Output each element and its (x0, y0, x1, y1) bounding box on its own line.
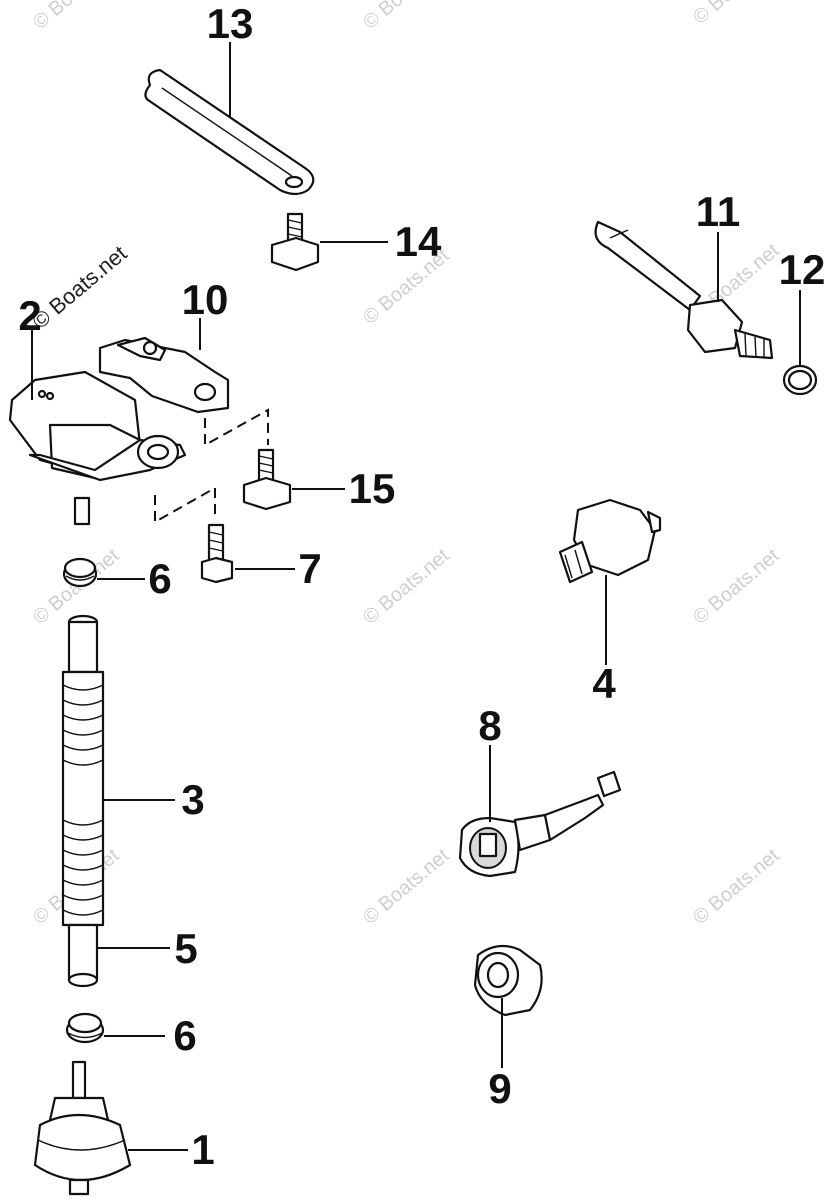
part-15-flange-bolt[interactable] (242, 448, 292, 511)
part-6-hose-clamp-lower[interactable] (65, 1012, 105, 1044)
callout-4: 4 (592, 660, 616, 707)
part-7-bolt[interactable] (200, 523, 234, 584)
callout-3: 3 (181, 776, 204, 823)
callout-15: 15 (349, 465, 396, 512)
callout-9: 9 (488, 1065, 511, 1112)
part-1-valve-body[interactable] (33, 1060, 132, 1196)
callout-14: 14 (395, 218, 442, 265)
callout-5: 5 (174, 925, 197, 972)
callout-12: 12 (779, 246, 826, 293)
watermark: © Boats.net (359, 844, 454, 928)
watermark: © Boats.net (359, 0, 454, 34)
callout-6-lower: 6 (173, 1012, 196, 1059)
callout-10: 10 (182, 276, 229, 323)
part-4-knock-sensor[interactable] (558, 498, 662, 584)
callout-13: 13 (207, 0, 254, 47)
watermark: © Boats.net (689, 0, 784, 29)
part-10-sensor-bracket[interactable] (98, 336, 230, 414)
watermark: © Boats.net (689, 844, 784, 928)
watermark: © Boats.net (29, 0, 124, 34)
callout-labels: 13 14 11 12 2 10 15 7 6 4 8 3 5 6 9 1 (18, 0, 825, 1173)
part-2-map-sensor[interactable] (8, 370, 187, 526)
part-9-grommet[interactable] (473, 944, 543, 1017)
callout-8: 8 (478, 702, 501, 749)
watermark: © Boats.net (689, 544, 784, 628)
assembly-line-15 (204, 408, 269, 447)
part-11-temperature-sensor[interactable] (594, 220, 774, 360)
callout-1: 1 (191, 1126, 214, 1173)
callout-7: 7 (298, 545, 321, 592)
callout-6-upper: 6 (148, 555, 171, 602)
watermark-dark: © Boats.net (27, 241, 131, 334)
part-13-bracket-strap[interactable] (144, 68, 315, 196)
part-12-o-ring[interactable] (782, 364, 818, 396)
part-3-hose[interactable] (61, 614, 105, 988)
part-8-sensor-with-lead[interactable] (458, 770, 622, 878)
part-6-hose-clamp-upper[interactable] (62, 557, 98, 588)
part-14-flange-bolt[interactable] (270, 212, 320, 272)
callout-11: 11 (696, 188, 740, 235)
watermark: © Boats.net (359, 544, 454, 628)
callout-2: 2 (18, 292, 41, 339)
assembly-line-7 (154, 486, 216, 524)
